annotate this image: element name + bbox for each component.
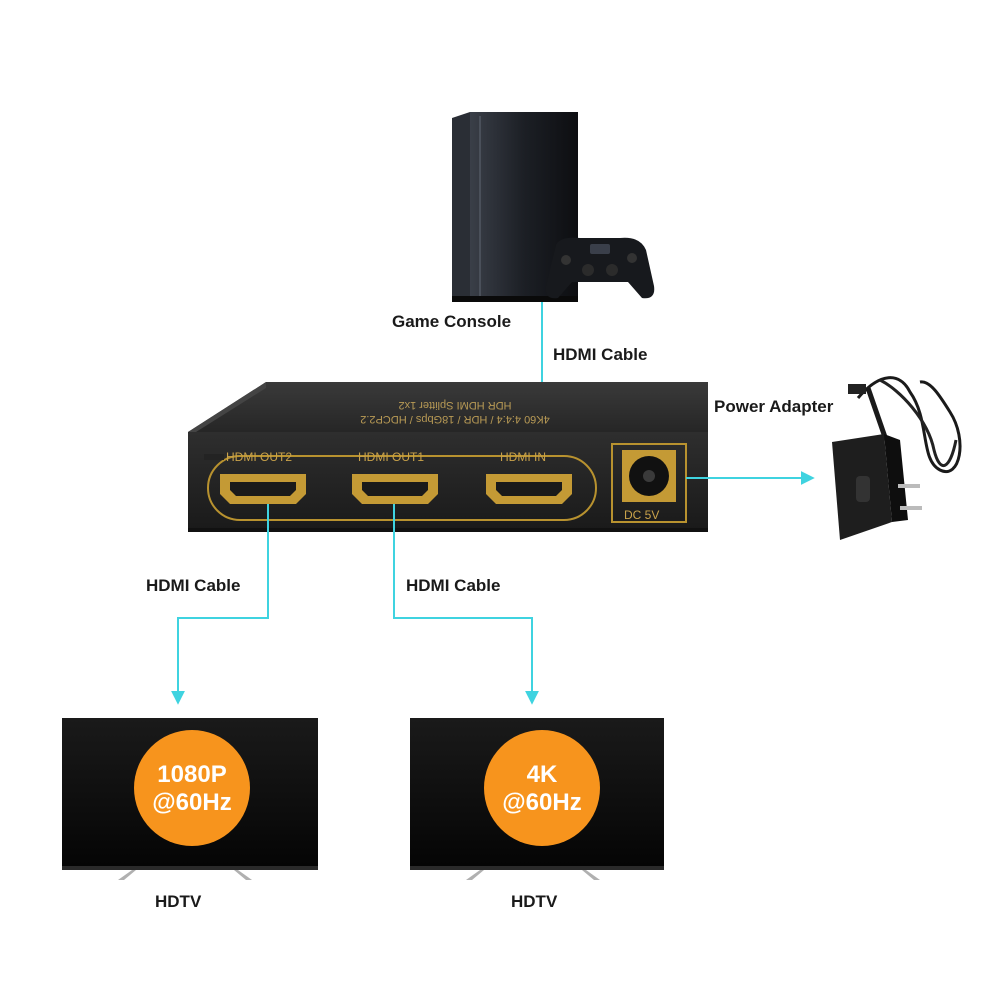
- splitter-top-label: HDR HDMI Splitter 1x2 4K60 4:4:4 / HDR /…: [360, 399, 550, 425]
- hdmi-cable-out2-label: HDMI Cable: [146, 576, 241, 595]
- svg-text:HDR HDMI Splitter 1x2: HDR HDMI Splitter 1x2: [398, 399, 511, 411]
- cable-out1-to-right-tv: [393, 504, 539, 705]
- port-label-out1: HDMI OUT1: [358, 450, 424, 464]
- port-label-out2: HDMI OUT2: [226, 450, 292, 464]
- power-adapter-label: Power Adapter: [714, 397, 834, 416]
- hdmi-in-port: [486, 474, 572, 504]
- hdmi-out1-port: [352, 474, 438, 504]
- svg-text:@60Hz: @60Hz: [502, 789, 581, 816]
- dc-port-label: DC 5V: [624, 508, 659, 522]
- port-label-in: HDMI IN: [500, 450, 546, 464]
- hdmi-cable-in-label: HDMI Cable: [553, 345, 648, 364]
- hdmi-out2-port: [220, 474, 306, 504]
- hdmi-cable-out1-label: HDMI Cable: [406, 576, 501, 595]
- resolution-badge-left: [134, 730, 250, 846]
- hdtv-left-label: HDTV: [155, 892, 202, 911]
- hdmi-splitter: HDR HDMI Splitter 1x2 4K60 4:4:4 / HDR /…: [188, 382, 708, 532]
- resolution-badge-right: [484, 730, 600, 846]
- power-adapter-icon: [832, 376, 962, 540]
- hdtv-right-label: HDTV: [511, 892, 558, 911]
- cable-out2-to-left-tv: [171, 504, 269, 705]
- hdtv-left-icon: 1080P @60Hz: [62, 718, 318, 880]
- svg-text:@60Hz: @60Hz: [152, 789, 231, 816]
- hdtv-right-icon: 4K @60Hz: [410, 718, 664, 880]
- svg-text:4K: 4K: [527, 761, 558, 788]
- controller-icon: [545, 237, 655, 299]
- dc-power-port: DC 5V: [611, 443, 687, 523]
- game-console-label: Game Console: [392, 312, 512, 331]
- svg-text:1080P: 1080P: [157, 761, 226, 788]
- svg-text:4K60 4:4:4 / HDR / 18Gbps / HD: 4K60 4:4:4 / HDR / 18Gbps / HDCP2.2: [360, 413, 550, 425]
